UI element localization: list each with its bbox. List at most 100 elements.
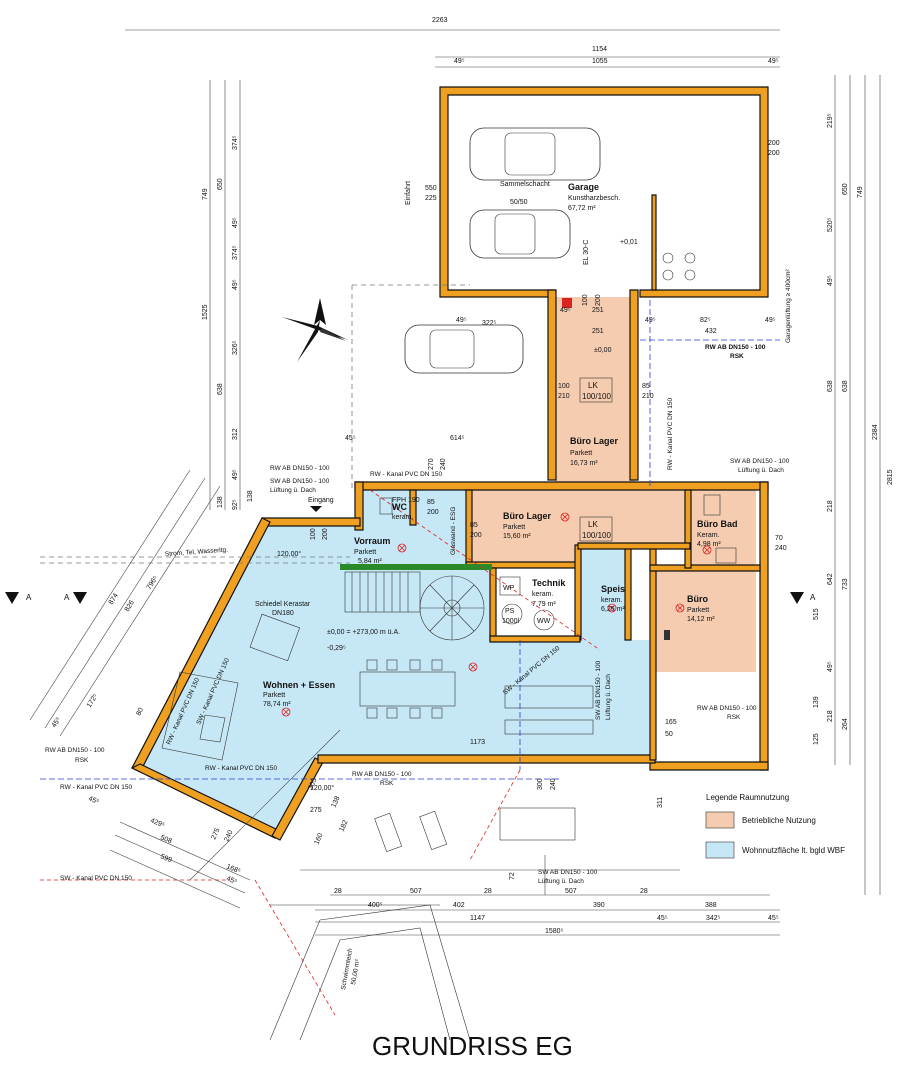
- sofa: [161, 671, 239, 761]
- dim-b-342: 342⁵: [706, 915, 721, 922]
- south-wall: [317, 754, 656, 764]
- pipe-rw-ab-mid: RW AB DN150 - 100: [352, 771, 412, 778]
- dim-c-200d: 200: [470, 532, 482, 539]
- pipe-sw-ab-core: SW AB DN150 - 100: [595, 660, 602, 720]
- lager-area: 15,60 m²: [503, 533, 531, 540]
- dim-g-200a: 200: [768, 140, 780, 147]
- dim-r-219: 219⁵: [827, 113, 834, 128]
- dim-c-85b: 85: [427, 499, 435, 506]
- dining-table: [359, 671, 456, 707]
- schiedel-label: Schiedel Kerastar: [255, 601, 311, 608]
- lager-floor: Parkett: [503, 524, 525, 531]
- lager-name: Büro Lager: [503, 511, 552, 521]
- dim-top-total: 2263: [432, 17, 448, 24]
- pipe-rw-kanal-mid: RW - Kanal PVC DN 150: [205, 765, 278, 772]
- north-wall: [354, 481, 769, 491]
- tank-ww-icon: [533, 609, 555, 631]
- dim-g-225: 225: [425, 195, 437, 202]
- room-speis-fill: [580, 548, 628, 640]
- room-fills: [136, 297, 756, 835]
- level-pm000: ±0,00: [594, 347, 612, 354]
- dim-l-138a: 138: [217, 496, 224, 508]
- terrace-table: [499, 807, 576, 841]
- eingang-label: Eingang: [308, 497, 334, 504]
- dim-r-125: 125: [813, 733, 820, 745]
- garage-wall: [439, 86, 769, 298]
- dim-r-642: 642: [827, 573, 834, 585]
- dim-r-264: 264: [842, 718, 849, 730]
- garage-partition: [651, 194, 657, 291]
- dim-b-507a: 507: [410, 888, 422, 895]
- buero-name: Büro: [687, 594, 708, 604]
- dim-l-312: 312: [232, 428, 239, 440]
- buero-area: 14,12 m²: [687, 616, 715, 623]
- glaswand-label: Glaswand - ESG: [450, 507, 457, 555]
- entrance-arrow-icon: [310, 506, 322, 512]
- technik-east-wall: [574, 544, 582, 641]
- heat-pump-icon: [499, 576, 521, 596]
- car-icon: [469, 127, 601, 181]
- dim-d-168: 168⁵: [225, 863, 241, 875]
- dim-r-638b: 638: [842, 380, 849, 392]
- dim-c-200c: 200: [322, 528, 329, 540]
- dim-c-270: 270: [428, 458, 435, 470]
- east-wall: [759, 481, 769, 771]
- ceiling-lights: [281, 512, 712, 717]
- pipe-sw-ab-left: SW AB DN150 - 100: [270, 478, 330, 485]
- lounger: [374, 812, 403, 853]
- speis-area: 6,25 m²: [601, 606, 625, 613]
- dim-b-45a: 45⁵: [657, 915, 668, 922]
- dim-d-45b: 45⁵: [87, 795, 100, 806]
- dim-r-650: 650: [842, 183, 849, 195]
- dim-d-172: 172⁵: [86, 693, 100, 709]
- dim-d-429: 429⁵: [149, 817, 165, 829]
- dim-d-240: 240: [223, 829, 234, 843]
- technik-south-wall: [489, 635, 581, 643]
- pipe-rw-kanal-left: RW - Kanal PVC DN 150: [370, 471, 443, 478]
- room-buero-bad-fill: [688, 490, 756, 568]
- dim-d-599: 599: [159, 853, 173, 864]
- technik-name: Technik: [532, 578, 566, 588]
- lager-top-floor: Parkett: [570, 450, 592, 457]
- ps-label: PS: [505, 608, 515, 615]
- pipe-rw-kanal-west: RW - Kanal PVC DN 150: [60, 784, 133, 791]
- dim-c-49c: 49⁵: [645, 317, 656, 324]
- dim-b-28c: 28: [640, 888, 648, 895]
- dim-r-49b: 49⁵: [827, 661, 834, 672]
- dim-d-80: 80: [135, 707, 145, 717]
- dim-c-300: 300: [537, 778, 544, 790]
- room-wohnen-fill: [136, 490, 650, 835]
- dim-b-1580: 1580⁵: [545, 928, 564, 935]
- dim-l-374b: 374⁵: [232, 245, 239, 260]
- dim-r-515: 515: [813, 608, 820, 620]
- legend-title: Legende Raumnutzung: [706, 793, 789, 802]
- section-arrow-icon: [5, 592, 19, 604]
- compass-icon: [282, 298, 348, 362]
- dim-c-100c: 100: [310, 528, 317, 540]
- dim-top-mid: 1055: [592, 58, 608, 65]
- section-mark-right-a: A: [810, 593, 816, 602]
- pipe-rsk-mid: RSK: [380, 780, 394, 787]
- technik-area: 7,79 m²: [532, 601, 556, 608]
- lager-east-wall: [629, 289, 639, 481]
- dim-l-749: 749: [202, 188, 209, 200]
- speis-north-wall: [577, 542, 691, 550]
- sammelschacht-label: Sammelschacht: [500, 181, 550, 188]
- strom-label: Strom, Tel, Wasserltg.: [165, 547, 229, 558]
- dim-l-138b: 138: [247, 490, 254, 502]
- dim-b-28b: 28: [484, 888, 492, 895]
- kitchen-counter: [504, 719, 594, 735]
- garagenlueftung-label: Garagenlüftung ≥ 400cm²: [785, 269, 792, 344]
- dim-c-50: 50: [665, 731, 673, 738]
- dim-c-70: 70: [775, 535, 783, 542]
- dimension-texts: 2263 1154 49⁵ 1055 49⁵ 550 225 200 200 7…: [51, 17, 894, 935]
- dim-c-251a: 251: [592, 307, 604, 314]
- bad-name: Büro Bad: [697, 519, 738, 529]
- dim-top-garage: 1154: [592, 46, 607, 53]
- pipe-rsk-west: RSK: [75, 757, 89, 764]
- stairs: [344, 571, 485, 641]
- dim-c-1173: 1173: [470, 739, 485, 746]
- bicycle-icon: [662, 252, 696, 281]
- room-corridor-fill: [613, 490, 688, 545]
- dim-b-402: 402: [453, 902, 465, 909]
